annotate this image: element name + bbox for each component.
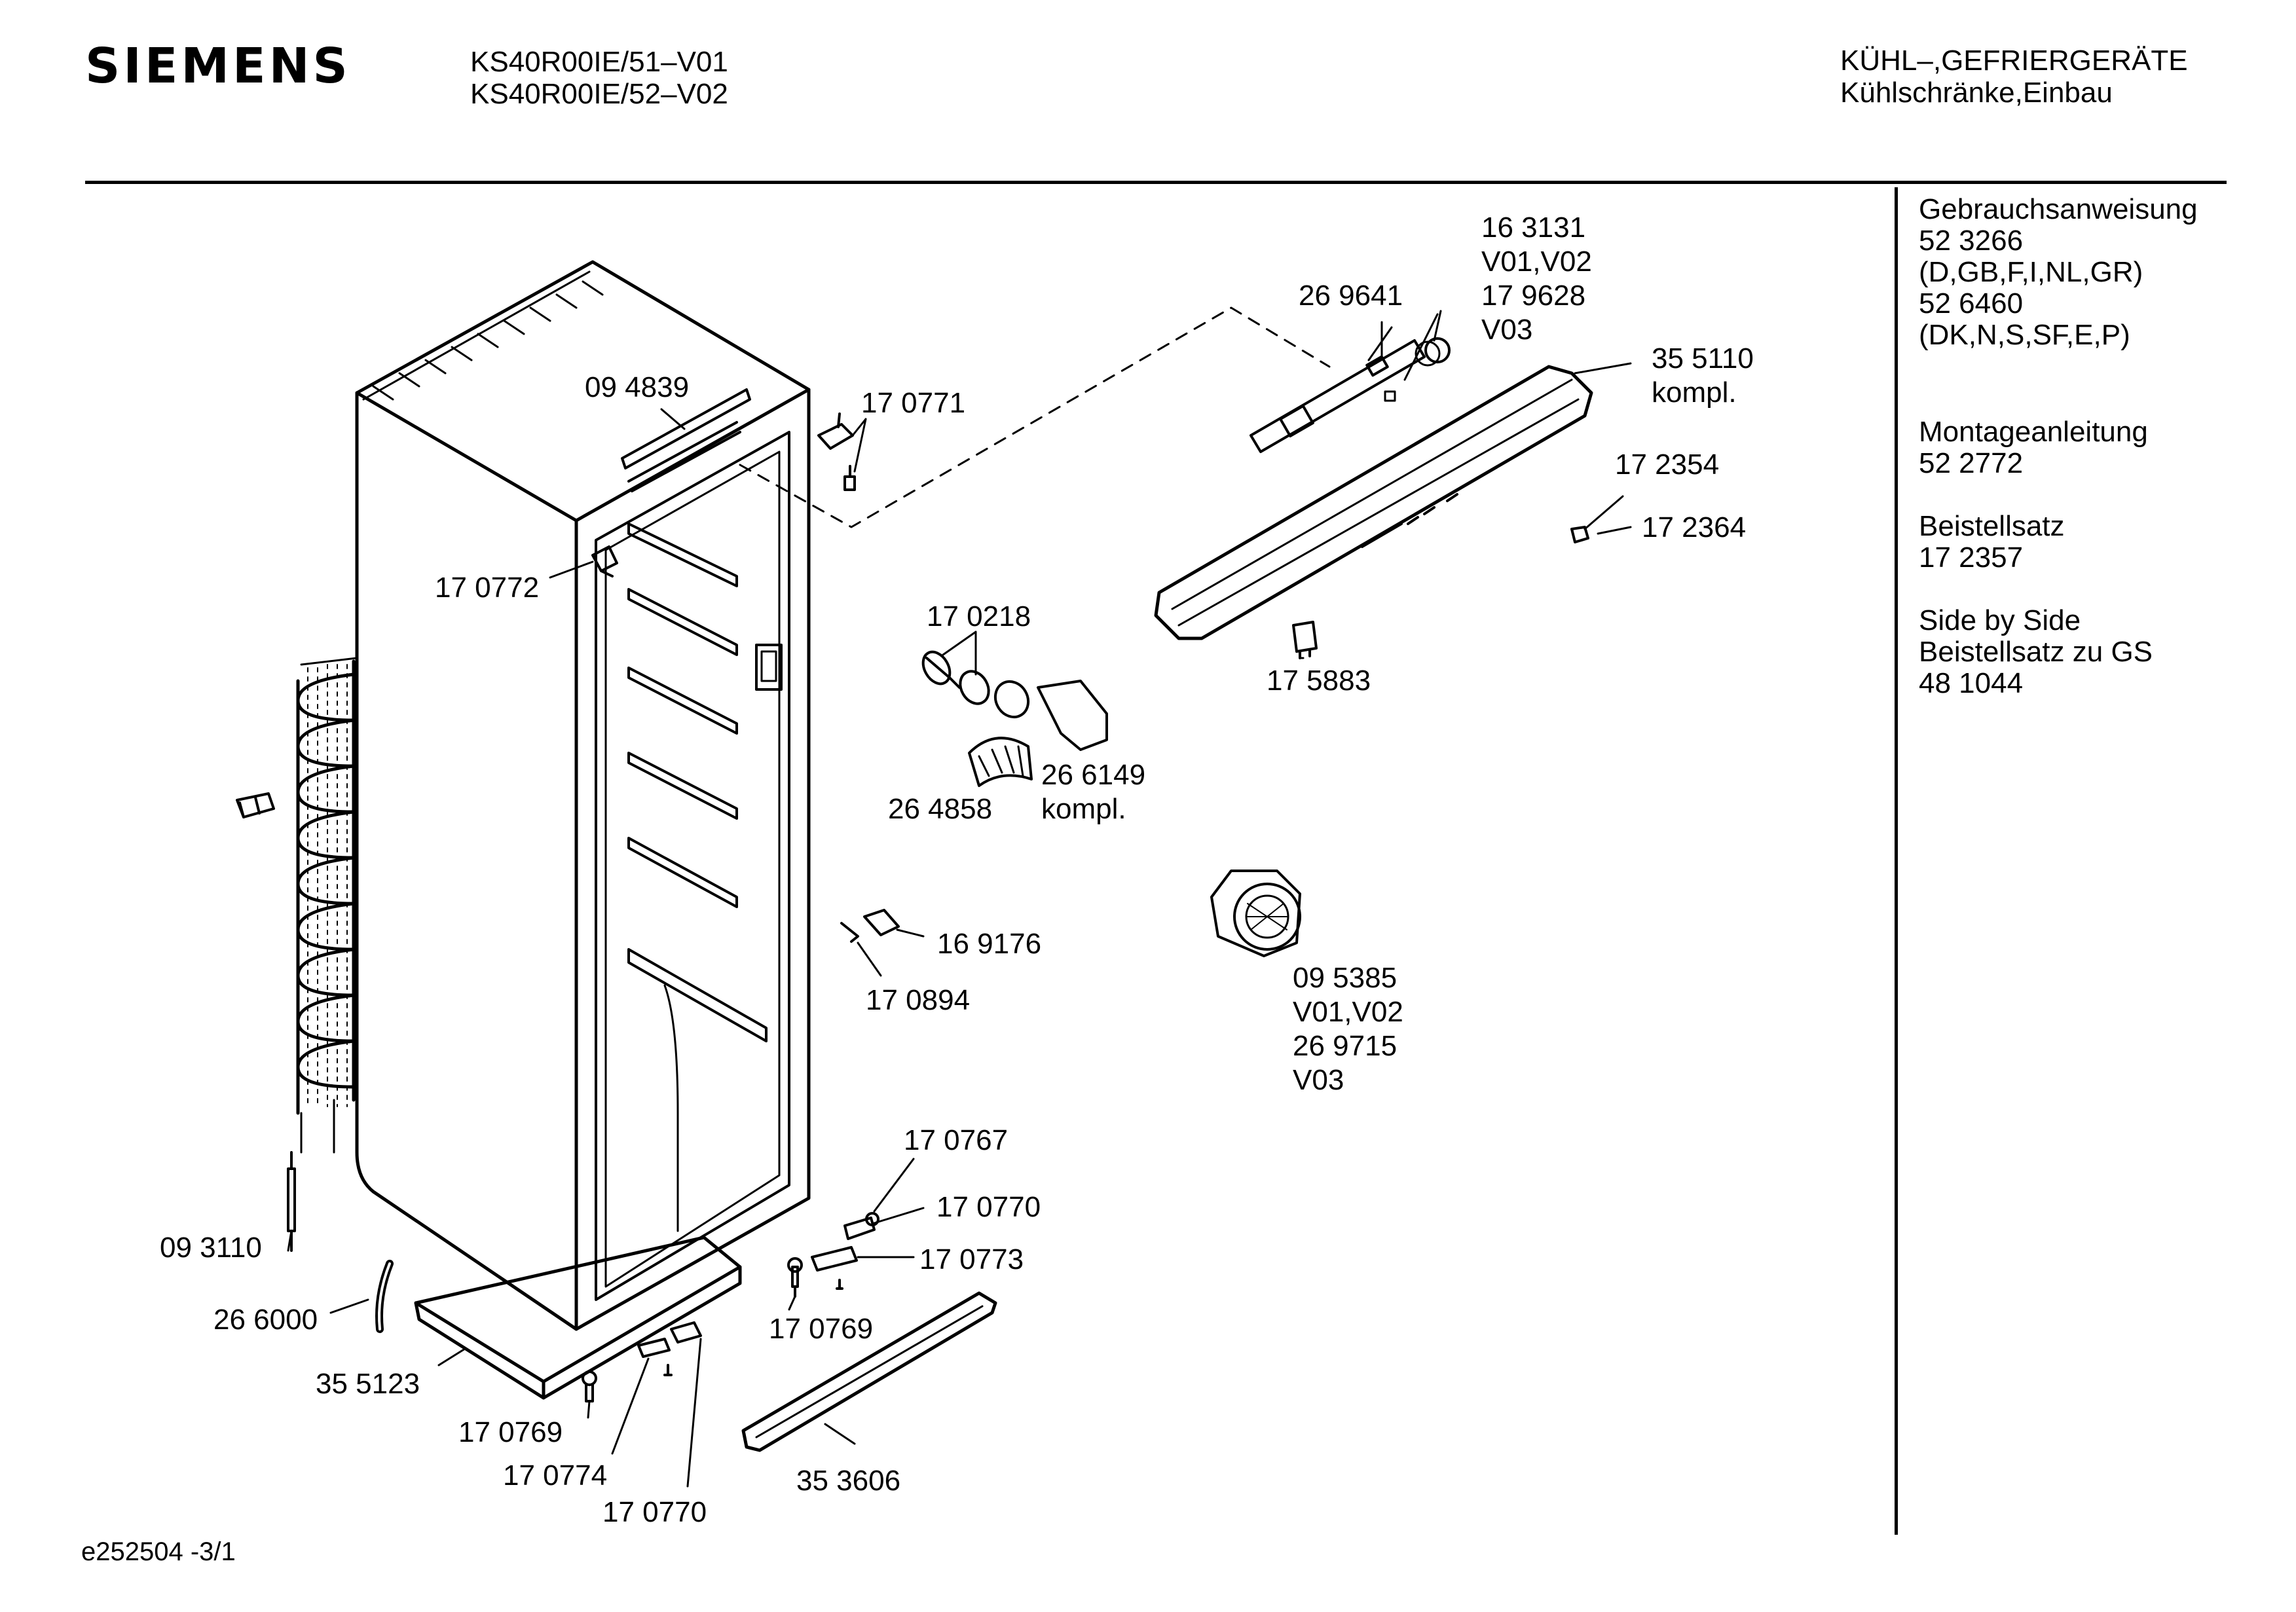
coil-bracket [236,792,275,818]
electronics-board [1250,337,1451,453]
label-172354: 17 2354 [1615,449,1720,481]
label-170218: 17 0218 [927,600,1031,632]
label-355110: 35 5110 kompl. [1652,342,1754,410]
label-095385-line1: 09 5385 [1293,962,1398,994]
sidebar-kit-title: Beistellsatz [1919,510,2065,542]
label-094839: 09 4839 [585,371,690,403]
label-170772: 17 0772 [435,572,540,604]
hinge-171 [817,412,854,450]
sidebar-install-number: 52 2772 [1919,447,2024,479]
label-163131-line3: 17 9628 [1481,280,1586,312]
label-163131-line2: V01,V02 [1481,246,1592,278]
sidebar-sbs-number: 48 1044 [1919,667,2024,699]
button-part [1570,526,1589,543]
label-353606: 35 3606 [796,1465,901,1497]
label-093110: 09 3110 [160,1232,262,1264]
label-170770-lower: 17 0770 [602,1496,707,1528]
label-095385-line3: 26 9715 [1293,1030,1398,1062]
sidebar-manual-number-1: 52 3266 [1919,225,2024,257]
handle-bar [741,1291,997,1452]
sidebar-side-by-side: Side by Side Beistellsatz zu GS 48 1044 [1919,605,2153,699]
sidebar-kit: Beistellsatz 17 2357 [1919,511,2065,574]
sidebar-manual-title: Gebrauchsanweisung [1919,193,2198,225]
sidebar-install-title: Montageanleitung [1919,416,2148,448]
label-170769-right: 17 0769 [769,1313,874,1345]
header-rule [85,181,2227,184]
label-170894: 17 0894 [866,984,971,1016]
label-264858: 26 4858 [888,793,993,825]
label-163131-line1: 16 3131 [1481,211,1586,244]
brand-logo: SIEMENS [85,38,351,94]
label-095385-line2: V01,V02 [1293,996,1403,1028]
label-269641: 26 9641 [1299,280,1403,312]
cabinet [355,260,811,1331]
sidebar-divider [1895,187,1898,1535]
sidebar-install: Montageanleitung 52 2772 [1919,416,2148,479]
model-number-2: KS40R00IE/52–V02 [470,78,728,110]
label-170770-upper: 17 0770 [936,1191,1041,1223]
sidebar-manual-number-2: 52 6460 [1919,287,2024,320]
dashed-connection [739,306,1331,528]
label-266000: 26 6000 [213,1304,318,1336]
category-line-1: KÜHL–,GEFRIERGERÄTE [1840,45,2188,77]
label-355110-line1: 35 5110 [1652,342,1754,375]
label-169176: 16 9176 [937,928,1042,960]
label-170771: 17 0771 [861,387,966,419]
model-number-1: KS40R00IE/51–V01 [470,46,728,78]
diagram-id: e252504 -3/1 [81,1537,236,1566]
label-175883: 17 5883 [1267,665,1371,697]
label-095385-line4: V03 [1293,1064,1344,1096]
label-170767: 17 0767 [904,1124,1009,1156]
category-line-2: Kühlschränke,Einbau [1840,77,2113,109]
leader-lines [287,310,1632,1488]
sidebar-manual-langs-1: (D,GB,F,I,NL,GR) [1919,256,2143,288]
fan-unit [1210,870,1301,957]
label-266149-line1: 26 6149 [1041,759,1146,791]
control-panel [1154,365,1593,640]
sidebar-sbs-title: Side by Side [1919,604,2081,636]
sidebar-sbs-subtitle: Beistellsatz zu GS [1919,636,2153,668]
hinge-plate [637,1338,671,1358]
label-095385: 09 5385 V01,V02 26 9715 V03 [1293,961,1403,1097]
condenser-coil [296,657,358,1154]
label-163131: 16 3131 V01,V02 17 9628 V03 [1481,211,1592,347]
light-cover [621,388,751,469]
appliance-category: KÜHL–,GEFRIERGERÄTE Kühlschränke,Einbau [1840,45,2188,109]
sidebar-manual: Gebrauchsanweisung 52 3266 (D,GB,F,I,NL,… [1919,194,2198,351]
sidebar-manual-langs-2: (DK,N,S,SF,E,P) [1919,319,2130,351]
lamp-assembly [921,650,1108,787]
label-355110-line2: kompl. [1652,376,1737,409]
label-170769-left: 17 0769 [458,1416,563,1448]
label-355123: 35 5123 [316,1368,420,1400]
label-170774: 17 0774 [503,1459,608,1492]
label-266149: 26 6149 kompl. [1041,758,1145,826]
label-163131-line4: V03 [1481,314,1533,346]
switch-part [1292,621,1318,659]
sidebar-kit-number: 17 2357 [1919,541,2024,574]
clip-part [863,909,900,936]
base-tray [414,1236,742,1400]
label-266149-line2: kompl. [1041,793,1126,825]
hinge-hardware-lower [787,1212,880,1298]
label-170773: 17 0773 [919,1243,1024,1275]
label-172364: 17 2364 [1642,511,1747,543]
hinge-upper [591,545,618,577]
model-numbers: KS40R00IE/51–V01 KS40R00IE/52–V02 [470,46,728,110]
